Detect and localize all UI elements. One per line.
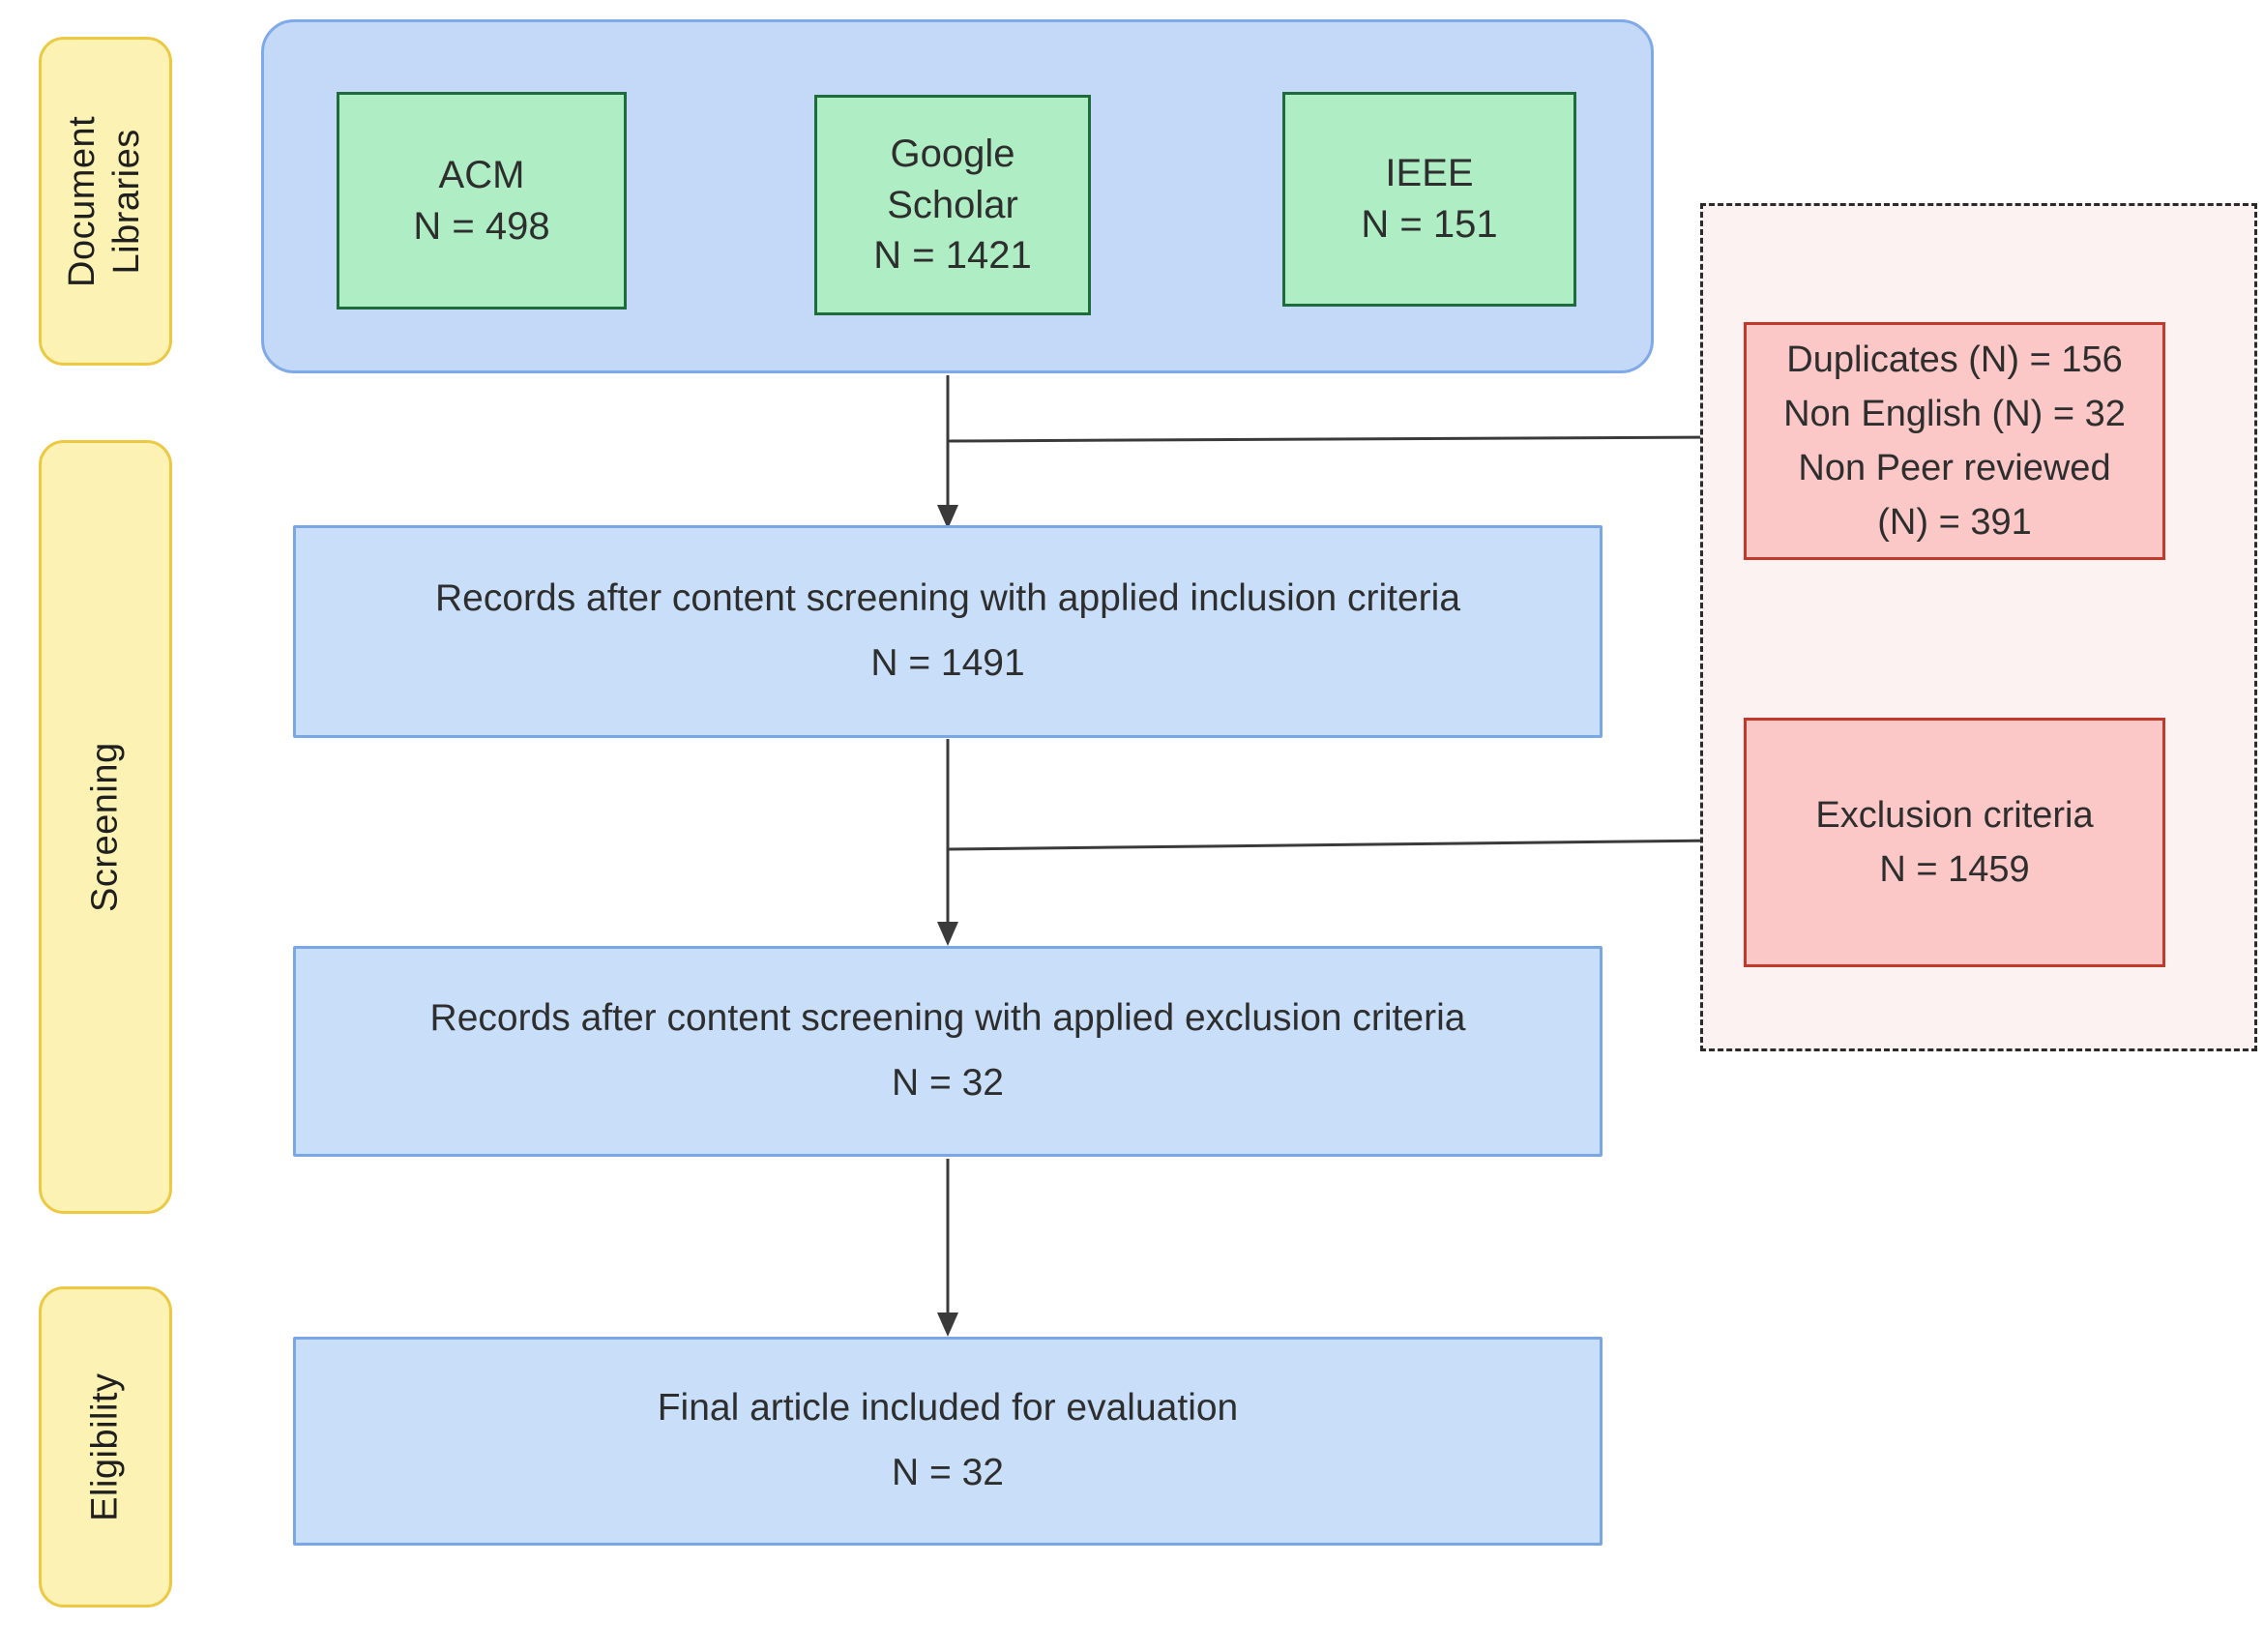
source-name: Google Scholar [887,132,1018,226]
process-box-inclusion-screening: Records after content screening with app… [293,525,1602,738]
process-count: N = 32 [892,1452,1004,1493]
excluded-line: (N) = 391 [1877,502,2032,544]
process-box-final-articles: Final article included for evaluation N … [293,1337,1602,1546]
stage-label-document-libraries: Document Libraries [39,37,172,366]
stage-label-text: Document Libraries [62,115,149,287]
stage-label-eligibility: Eligibility [39,1286,172,1608]
excluded-line: Non English (N) = 32 [1783,393,2126,434]
stage-label-text: Screening [84,742,126,912]
source-box-google-scholar: Google Scholar N = 1421 [814,95,1091,315]
process-count: N = 1491 [870,642,1025,684]
source-count: N = 1421 [873,234,1032,278]
source-box-ieee: IEEE N = 151 [1282,92,1576,307]
source-name: ACM [438,153,525,196]
arrowhead-down-icon [937,1313,958,1337]
source-count: N = 151 [1361,203,1498,246]
document-libraries-container: ACM N = 498 Google Scholar N = 1421 IEEE… [261,19,1654,373]
stage-label-screening: Screening [39,440,172,1214]
arrow-branch-to-duplicates-line [947,435,1720,443]
process-count: N = 32 [892,1062,1004,1104]
excluded-line: N = 1459 [1879,849,2030,890]
source-name: IEEE [1385,152,1474,195]
excluded-box-exclusion-criteria: Exclusion criteria N = 1459 [1744,718,2165,967]
excluded-line: Duplicates (N) = 156 [1786,339,2123,380]
source-box-acm: ACM N = 498 [337,92,627,310]
arrow-branch-to-exclusion-criteria-line [947,839,1720,851]
process-text: Records after content screening with app… [429,997,1466,1040]
process-text: Records after content screening with app… [434,577,1461,620]
arrowhead-down-icon [937,922,958,946]
excluded-box-duplicates: Duplicates (N) = 156 Non English (N) = 3… [1744,322,2165,560]
process-box-exclusion-screening: Records after content screening with app… [293,946,1602,1157]
excluded-line: Non Peer reviewed [1798,448,2111,488]
process-text: Final article included for evaluation [657,1387,1239,1430]
stage-label-text: Eligibility [84,1372,126,1521]
excluded-line: Exclusion criteria [1815,794,2094,836]
source-count: N = 498 [413,204,550,248]
excluded-records-container: Duplicates (N) = 156 Non English (N) = 3… [1700,203,2257,1051]
